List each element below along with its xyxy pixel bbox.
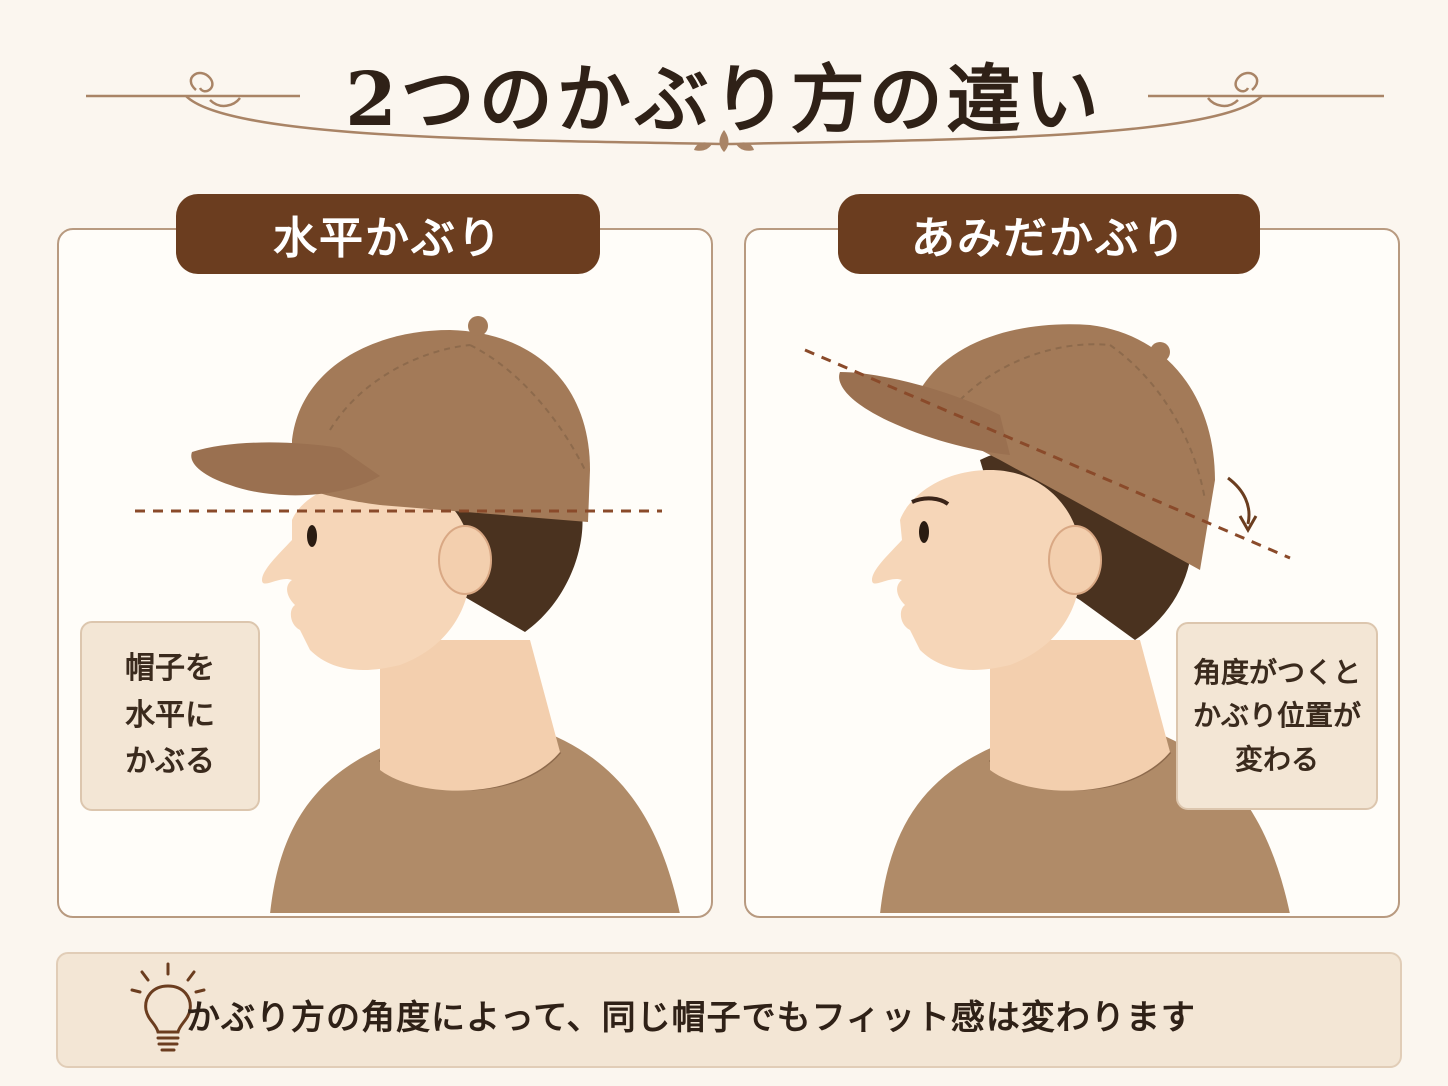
note-line: 水平に bbox=[125, 697, 215, 733]
cap-brim bbox=[839, 372, 1010, 455]
note-line: 変わる bbox=[1234, 742, 1319, 776]
eye bbox=[307, 525, 317, 547]
tip-text: かぶり方の角度によって、同じ帽子でもフィット感は変わります bbox=[186, 998, 1196, 1038]
cap-brim bbox=[191, 442, 380, 496]
guide-line-tilted bbox=[804, 348, 1291, 560]
ornament-flourish-icon bbox=[86, 71, 1384, 152]
face bbox=[872, 470, 1082, 670]
note-line: かぶる bbox=[125, 744, 215, 780]
neck bbox=[990, 640, 1170, 791]
figure-level-wear bbox=[135, 316, 680, 913]
note-line: かぶり位置が bbox=[1192, 699, 1361, 733]
neck bbox=[380, 640, 560, 791]
note-level-wear: 帽子を 水平に かぶる bbox=[80, 621, 260, 811]
cap-crown bbox=[920, 324, 1215, 570]
note-line: 角度がつくと bbox=[1192, 655, 1361, 689]
note-line: 帽子を bbox=[125, 651, 215, 687]
note-tilted-wear: 角度がつくと かぶり位置が 変わる bbox=[1176, 622, 1378, 810]
label-level-wear: 水平かぶり bbox=[176, 194, 600, 274]
rotation-arrow-icon bbox=[1227, 476, 1251, 525]
eye bbox=[919, 521, 929, 543]
ear bbox=[438, 525, 492, 595]
ear bbox=[1048, 525, 1102, 595]
page-title: 2つのかぶり方の違い bbox=[345, 57, 1103, 143]
lightbulb-icon bbox=[130, 962, 206, 1052]
figure-tilted-wear bbox=[804, 324, 1291, 913]
cap-crown bbox=[292, 330, 590, 522]
tip-box bbox=[56, 952, 1402, 1068]
label-tilted-wear: あみだかぶり bbox=[838, 194, 1260, 274]
shirt bbox=[270, 730, 680, 913]
face bbox=[262, 478, 472, 670]
